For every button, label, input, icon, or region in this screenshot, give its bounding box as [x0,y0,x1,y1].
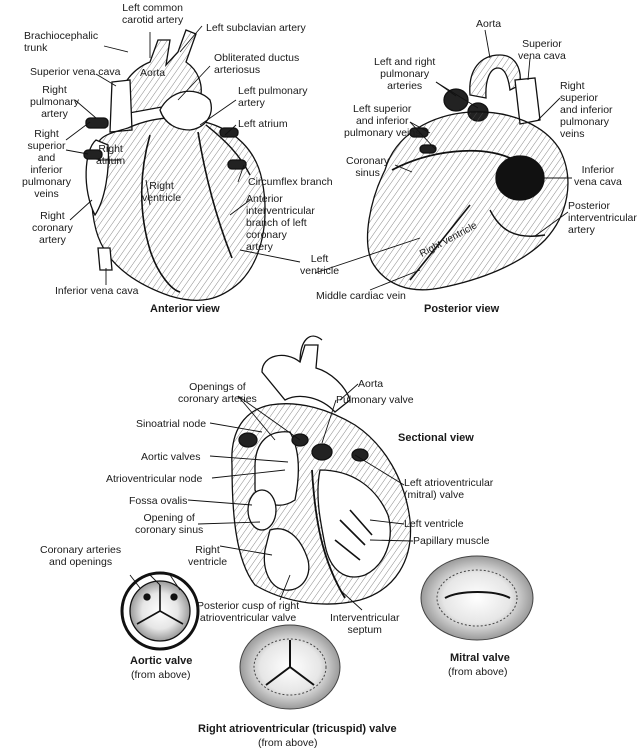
label-posterior-cusp: Posterior cusp of right atrioventricular… [197,600,300,624]
leader-lines [65,25,572,611]
label-sinoatrial-node: Sinoatrial node [136,418,207,430]
label-papillary-muscle: Papillary muscle [413,535,490,547]
label-left-right-pulmonary-arteries: Left and right pulmonary arteries [374,56,436,92]
label-inferior-vena-cava-posterior: Inferior vena cava [574,164,622,188]
label-aorta-sectional: Aorta [358,378,384,390]
label-right-atrium: Right atrium [96,143,126,167]
label-coronary-arteries-openings: Coronary arteries and openings [40,544,122,568]
label-obliterated-ductus: Obliterated ductus arteriosus [214,52,300,76]
label-left-subclavian-artery: Left subclavian artery [206,22,306,34]
label-right-coronary-artery: Right coronary artery [32,210,73,246]
label-right-ventricle-sectional: Right ventricle [188,544,228,568]
label-superior-vena-cava-posterior: Superior vena cava [518,38,566,62]
label-left-pulmonary-artery: Left pulmonary artery [238,85,308,109]
label-right-pulmonary-veins: Right superior and inferior pulmonary ve… [22,128,72,200]
caption-aortic-valve-sub: (from above) [131,669,191,681]
mitral-valve-drawing [420,555,534,641]
label-middle-cardiac-vein: Middle cardiac vein [316,290,406,302]
caption-tricuspid-valve: Right atrioventricular (tricuspid) valve [198,723,397,735]
posterior-heart-drawing [366,54,569,291]
caption-mitral-valve-sub: (from above) [448,666,508,678]
label-mitral-valve-sectional: Left atrioventricular (mitral) valve [404,477,494,501]
label-left-pulmonary-veins: Left superior and inferior pulmonary vei… [344,103,421,139]
label-right-pulmonary-veins-posterior: Right superior and inferior pulmonary ve… [560,80,613,140]
tricuspid-valve-drawing [239,624,341,710]
aortic-valve-drawing [120,571,200,651]
label-pulmonary-valve: Pulmonary valve [336,394,414,406]
caption-mitral-valve: Mitral valve [450,652,510,664]
caption-tricuspid-valve-sub: (from above) [258,737,318,749]
label-left-common-carotid: Left common carotid artery [122,2,184,26]
label-circumflex-branch: Circumflex branch [248,176,333,188]
label-fossa-ovalis: Fossa ovalis [129,495,188,507]
label-right-ventricle-anterior: Right ventricle [142,180,182,204]
caption-aortic-valve: Aortic valve [130,655,193,667]
caption-posterior-view: Posterior view [424,303,500,315]
label-superior-vena-cava-anterior: Superior vena cava [30,66,121,78]
caption-anterior-view: Anterior view [150,303,220,315]
sectional-heart-drawing [231,335,412,605]
label-brachiocephalic-trunk: Brachiocephalic trunk [24,30,99,54]
label-anterior-interventricular-branch: Anterior interventricular branch of left… [246,193,315,253]
caption-sectional-view: Sectional view [398,432,474,444]
label-left-ventricle-sectional: Left ventricle [404,518,464,530]
label-opening-coronary-sinus: Opening of coronary sinus [135,512,204,536]
label-aorta-anterior: Aorta [140,67,166,79]
label-coronary-sinus: Coronary sinus [346,155,390,179]
label-posterior-interventricular-artery: Posterior interventricular artery [568,200,637,236]
label-openings-coronary-arteries: Openings of coronary arteries [178,381,257,405]
label-atrioventricular-node: Atrioventricular node [106,473,203,485]
label-right-pulmonary-artery: Right pulmonary artery [30,84,80,120]
label-left-atrium: Left atrium [238,118,288,130]
label-interventricular-septum: Interventricular septum [330,612,400,636]
anterior-heart-drawing [83,29,266,302]
label-aortic-valves: Aortic valves [141,451,201,463]
label-left-ventricle-anterior: Left ventricle [300,253,340,277]
label-aorta-posterior: Aorta [476,18,502,30]
label-inferior-vena-cava-anterior: Inferior vena cava [55,285,139,297]
